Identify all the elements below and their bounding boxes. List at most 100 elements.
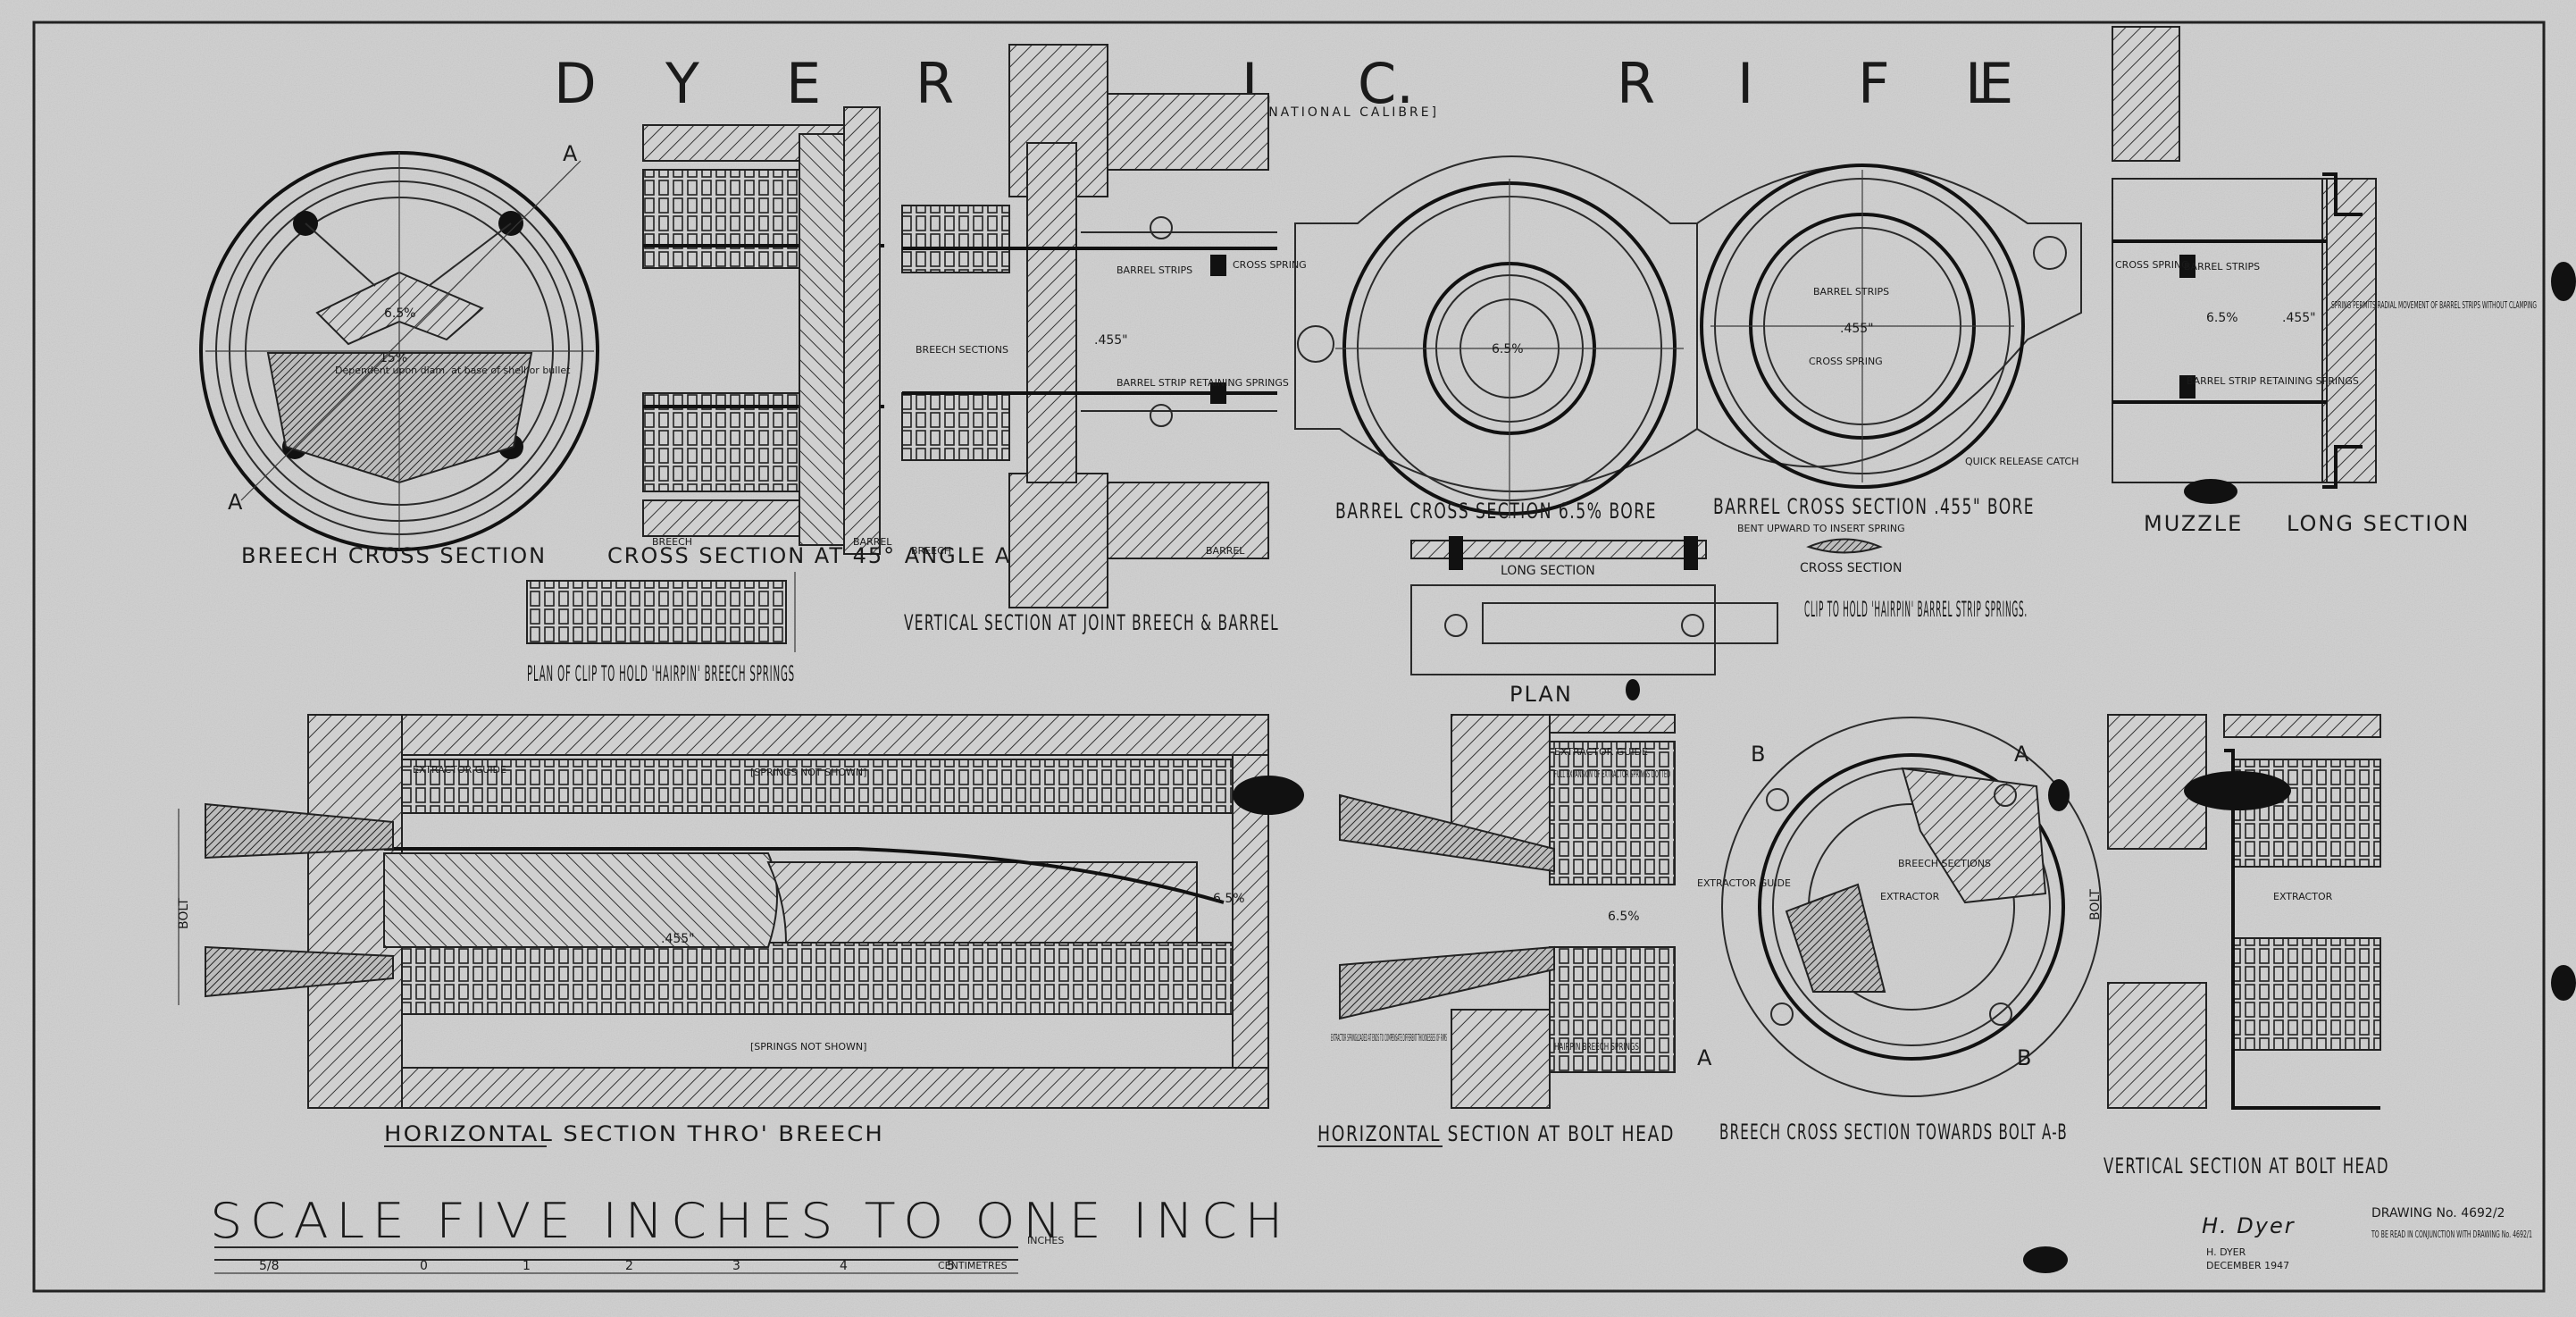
note-label: [SPRINGS NOT SHOWN] bbox=[750, 767, 866, 778]
part-label: BARREL bbox=[853, 536, 892, 548]
signature: H. Dyer bbox=[2202, 1213, 2296, 1238]
view-caption: HORIZONTAL SECTION THRO' BREECH bbox=[384, 1121, 884, 1146]
part-label: CROSS SPRING bbox=[1809, 356, 1883, 367]
part-label: EXTRACTOR GUIDE bbox=[1554, 746, 1648, 758]
part-label: QUICK RELEASE CATCH bbox=[1965, 456, 2078, 467]
view-caption: CROSS SECTION bbox=[1800, 561, 1902, 575]
part-label: CROSS SPRING bbox=[1233, 259, 1307, 271]
title-group: D Y E R I. C. R I F L E [INTERNATIONAL C… bbox=[554, 51, 2013, 120]
part-label: EXTRACTOR GUIDE bbox=[413, 764, 506, 776]
muzzle-long-section-view: CROSS SPRING BARREL STRIPS BARREL STRIP … bbox=[2112, 26, 2537, 536]
view-caption: BARREL CROSS SECTION 6.5% BORE bbox=[1335, 499, 1657, 524]
note-label: [SPRINGS NOT SHOWN] bbox=[750, 1041, 866, 1053]
cross-section-45-view: BREECH BARREL CROSS SECTION AT 45° ANGLE… bbox=[607, 106, 1036, 568]
dim-label: 6.5% bbox=[2206, 311, 2238, 325]
barrel-clip-view: LONG SECTION BENT UPWARD TO INSERT SPRIN… bbox=[1410, 523, 2028, 707]
dim-label: .455" bbox=[661, 932, 695, 946]
scan-artefacts bbox=[1233, 262, 2576, 1273]
part-label: EXTRACTOR GUIDE bbox=[1697, 877, 1791, 889]
section-marker-label: A bbox=[2014, 742, 2030, 767]
title-letter: I bbox=[1737, 51, 1753, 116]
horizontal-bolt-head-view: EXTRACTOR GUIDE FULL EXPANSION OF EXTRAC… bbox=[1317, 714, 1676, 1147]
part-label: SPRING PERMITS RADIAL MOVEMENT OF BARREL… bbox=[2331, 299, 2537, 311]
view-caption: CROSS SECTION AT 45° ANGLE A-A bbox=[607, 543, 1036, 568]
part-label: BREECH bbox=[911, 545, 951, 557]
part-label: CROSS SPRING bbox=[2115, 259, 2189, 271]
drawing-date: DECEMBER 1947 bbox=[2206, 1260, 2289, 1271]
title-letter: D bbox=[554, 51, 597, 116]
plan-of-clip-view: PLAN OF CLIP TO HOLD 'HAIRPIN' BREECH SP… bbox=[526, 572, 796, 686]
dim-label: .455" bbox=[1840, 322, 1874, 336]
dim-label: 6.5% bbox=[384, 306, 416, 321]
view-caption: CLIP TO HOLD 'HAIRPIN' BARREL STRIP SPRI… bbox=[1804, 597, 2028, 622]
title-letter: E bbox=[1978, 51, 2013, 116]
scale-tick: 0 bbox=[420, 1259, 428, 1273]
dim-label: 15% bbox=[380, 351, 407, 365]
scale-tick: 4 bbox=[840, 1259, 848, 1273]
view-caption: HORIZONTAL SECTION AT BOLT HEAD bbox=[1317, 1121, 1675, 1146]
view-caption: LONG SECTION bbox=[1501, 564, 1595, 578]
view-caption: PLAN OF CLIP TO HOLD 'HAIRPIN' BREECH SP… bbox=[527, 661, 795, 686]
note-label: FULL EXPANSION OF EXTRACTOR SPRINGS DOTT… bbox=[1554, 768, 1670, 780]
view-caption: VERTICAL SECTION AT BOLT HEAD bbox=[2103, 1153, 2389, 1179]
note-label: EXTRACTOR SPRINGLOADED AT ENDS TO COMPEN… bbox=[1331, 1032, 1447, 1044]
title-letter: F bbox=[1858, 51, 1890, 116]
part-label: BARREL STRIPS bbox=[1117, 264, 1192, 276]
section-marker-label: B bbox=[1751, 742, 1767, 767]
view-caption: BREECH CROSS SECTION bbox=[241, 543, 547, 568]
breech-towards-bolt-view: EXTRACTOR GUIDE EXTRACTOR BREECH SECTION… bbox=[1697, 717, 2102, 1145]
scale-tick: 5 bbox=[947, 1259, 955, 1273]
view-caption: PLAN bbox=[1510, 682, 1573, 707]
sheet-border bbox=[32, 21, 2546, 1293]
title-letter: R bbox=[1617, 51, 1655, 116]
drawing-number: DRAWING No. 4692/2 bbox=[2371, 1206, 2505, 1221]
scale-units: CENTIMETRES bbox=[938, 1260, 1008, 1271]
drawing-note: TO BE READ IN CONJUNCTION WITH DRAWING N… bbox=[2371, 1229, 2532, 1240]
note-label: BENT UPWARD TO INSERT SPRING bbox=[1737, 523, 1905, 534]
title-block: H. Dyer H. DYER DECEMBER 1947 DRAWING No… bbox=[2202, 1206, 2532, 1271]
title-letter: E bbox=[786, 51, 821, 116]
view-caption: MUZZLE bbox=[2144, 511, 2243, 536]
scale-tick: 1 bbox=[523, 1259, 531, 1273]
part-label: BARREL STRIP RETAINING SPRINGS bbox=[2187, 375, 2359, 387]
note-label: Dependent upon diam. at base of shell or… bbox=[335, 365, 571, 376]
view-caption: BARREL CROSS SECTION .455" BORE bbox=[1713, 494, 2035, 519]
barrel-cross-section-455-view: .455" BARREL STRIPS CROSS SPRING QUICK R… bbox=[1696, 164, 2082, 519]
part-label: BARREL bbox=[1206, 545, 1245, 557]
part-label: EXTRACTOR bbox=[1880, 891, 1940, 902]
title-letter: Y bbox=[665, 51, 699, 116]
signer-name: H. DYER bbox=[2206, 1246, 2246, 1258]
part-label: HAIRPIN BREECH SPRINGS bbox=[1554, 1041, 1639, 1053]
part-label: BREECH SECTIONS bbox=[1898, 858, 1991, 869]
scale-text: SCALE FIVE INCHES TO ONE INCH bbox=[210, 1193, 1291, 1249]
part-label: BREECH SECTIONS bbox=[916, 344, 1008, 356]
dim-label: 6.5% bbox=[1492, 342, 1524, 357]
title-letter: C. bbox=[1358, 51, 1414, 116]
horizontal-breech-view: BOLT EXTRACTOR GUIDE [SPRINGS NOT SHOWN]… bbox=[177, 714, 1269, 1147]
title-letter: L bbox=[1965, 51, 1996, 116]
dim-label: 6.5% bbox=[1213, 892, 1245, 906]
scale-bar-group: SCALE FIVE INCHES TO ONE INCH INCHES CEN… bbox=[210, 1193, 1291, 1274]
dim-label: .455" bbox=[1094, 333, 1128, 348]
part-label: BOLT bbox=[2088, 889, 2103, 920]
scale-tick: 5/8 bbox=[259, 1259, 280, 1273]
view-caption: LONG SECTION bbox=[2287, 511, 2470, 536]
vertical-section-joint-view: BARREL STRIPS CROSS SPRING BREECH SECTIO… bbox=[901, 44, 1307, 635]
view-caption: VERTICAL SECTION AT JOINT BREECH & BARRE… bbox=[904, 610, 1279, 635]
scale-tick: 2 bbox=[625, 1259, 633, 1273]
section-marker-label: A bbox=[228, 490, 244, 515]
title-letter: R bbox=[916, 51, 954, 116]
scale-units: INCHES bbox=[1027, 1235, 1064, 1246]
part-label: BREECH bbox=[652, 536, 692, 548]
breech-cross-section-view: 6.5% 15% Dependent upon diam. at base of… bbox=[199, 141, 599, 568]
part-label: BARREL STRIPS bbox=[2184, 261, 2260, 273]
dim-label: .455" bbox=[2282, 311, 2316, 325]
part-label: BOLT bbox=[177, 898, 191, 929]
section-marker-label: B bbox=[2017, 1045, 2033, 1070]
scale-tick: 3 bbox=[732, 1259, 740, 1273]
part-label: BARREL STRIPS bbox=[1813, 286, 1889, 298]
part-label: EXTRACTOR bbox=[2273, 891, 2333, 902]
view-caption: BREECH CROSS SECTION TOWARDS BOLT A-B bbox=[1719, 1120, 2068, 1145]
section-marker-label: A bbox=[563, 141, 579, 166]
